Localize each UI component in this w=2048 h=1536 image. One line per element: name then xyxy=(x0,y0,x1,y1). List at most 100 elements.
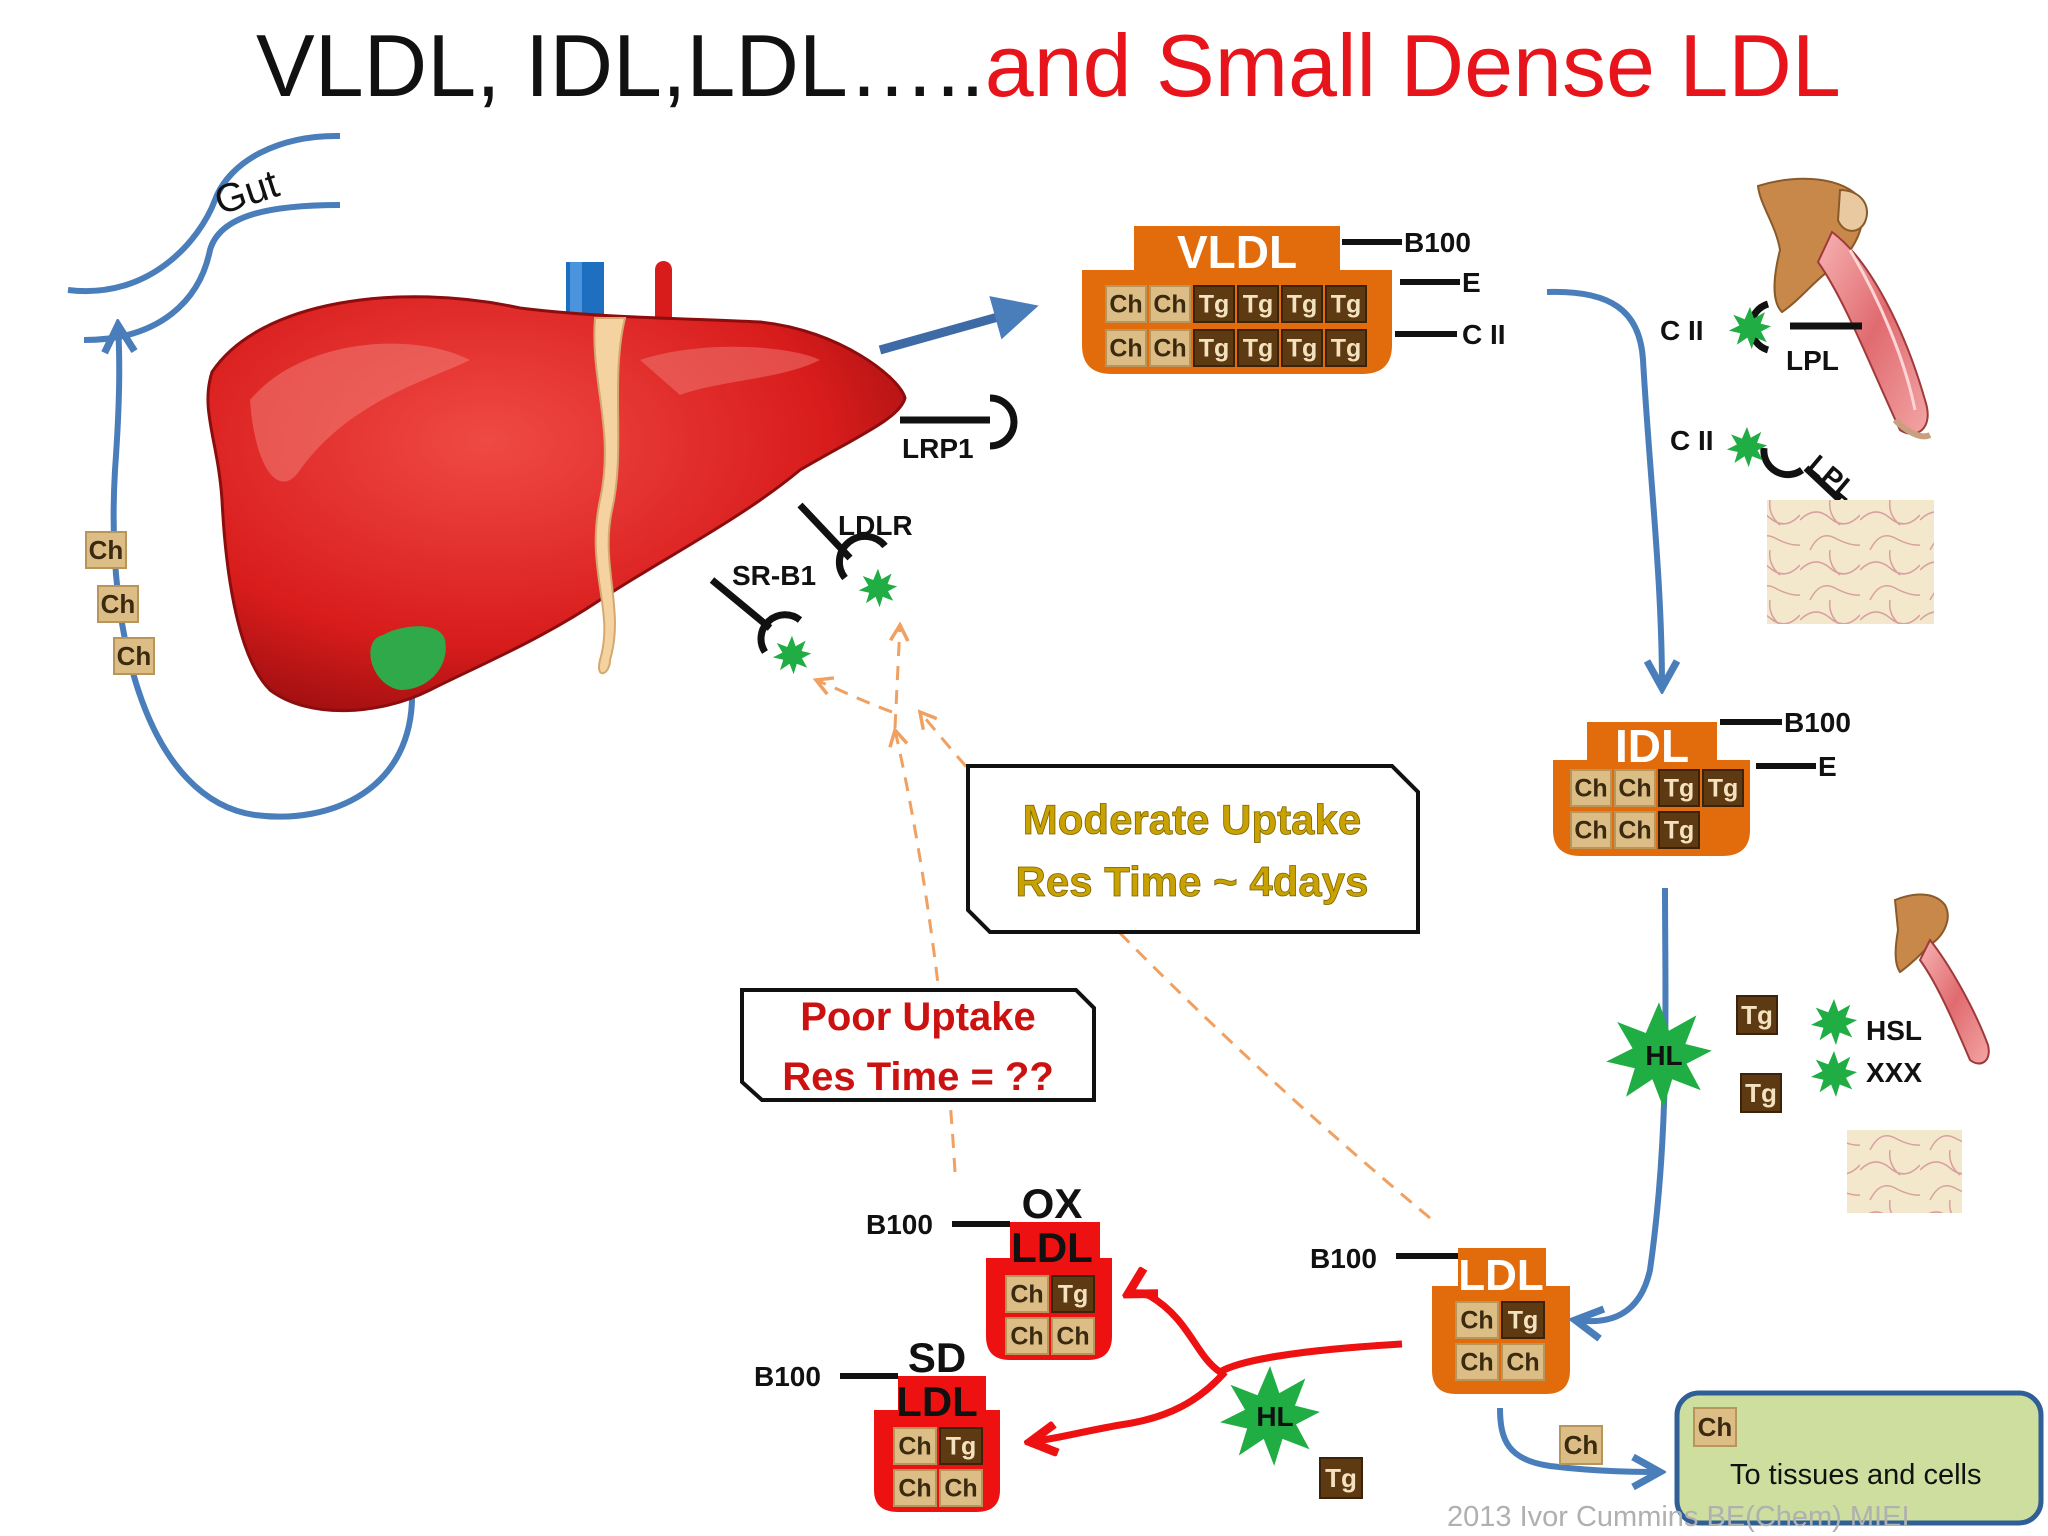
adipose-tissue-icon xyxy=(1847,1130,1962,1213)
cholesterol-chip: Ch xyxy=(1105,329,1147,367)
chip-tg-label: Tg xyxy=(1199,291,1230,319)
triglyceride-chip-box xyxy=(1325,285,1367,323)
poor-uptake-arrow xyxy=(895,730,957,1173)
cholesterol-chip: Ch xyxy=(893,1427,937,1465)
cholesterol-chip-box xyxy=(1570,811,1612,849)
chip-ch-label: Ch xyxy=(1153,291,1186,319)
cholesterol-chip: Ch xyxy=(1005,1317,1049,1355)
triglyceride-chip: Tg xyxy=(1051,1275,1095,1313)
chip-ch-label: Ch xyxy=(89,535,124,565)
title-part-2: and Small Dense LDL xyxy=(985,16,1841,115)
chip-tg-label: Tg xyxy=(1287,291,1318,319)
chip-ch-label: Ch xyxy=(101,589,136,619)
released-triglycerides: Tg Tg xyxy=(1736,995,1782,1113)
bile-return-arrow xyxy=(114,325,416,820)
tissues-box: Ch To tissues and cells xyxy=(1674,1390,2044,1526)
cholesterol-chip: Ch xyxy=(1501,1343,1545,1381)
triglyceride-chip-box xyxy=(1051,1275,1095,1313)
triglyceride-chip: Tg xyxy=(1281,285,1323,323)
triglyceride-chip-box xyxy=(1325,329,1367,367)
chip-tg-label: Tg xyxy=(1664,817,1695,845)
chip-ch-label: Ch xyxy=(1574,775,1607,803)
chip-ch-label: Ch xyxy=(1153,335,1186,363)
cholesterol-chip-box xyxy=(1501,1343,1545,1381)
cholesterol-chip-box xyxy=(1614,769,1656,807)
chip-ch-label: Ch xyxy=(898,1433,931,1461)
liver-icon xyxy=(206,261,907,713)
receptor-icon xyxy=(989,394,1018,450)
enzyme-burst-icon xyxy=(1810,1050,1858,1098)
apo-b100-label: B100 xyxy=(866,1209,933,1240)
ldl-title: LDL xyxy=(1458,1251,1544,1300)
chip-tg-label: Tg xyxy=(946,1433,977,1461)
hsl-xxx-enzymes: HSL XXX xyxy=(1810,998,1922,1098)
page-title: VLDL, IDL,LDL…..and Small Dense LDL xyxy=(256,16,1841,115)
cholesterol-chip-box xyxy=(1051,1317,1095,1355)
chip-tg-label: Tg xyxy=(1508,1307,1539,1335)
credit-text: 2013 Ivor Cummins BE(Chem) MIEI xyxy=(1447,1501,1910,1533)
cholesterol-chip-box xyxy=(1455,1301,1499,1339)
vldl-title: VLDL xyxy=(1177,226,1297,278)
liver-to-vldl-arrow xyxy=(878,296,1039,355)
chip-ch-label: Ch xyxy=(1618,775,1651,803)
triglyceride-chip-box xyxy=(1658,811,1700,849)
idl-to-ldl-arrow xyxy=(1575,887,1669,1321)
chip-ch-label: Ch xyxy=(1460,1349,1493,1377)
vldl-apolipoproteins: B100 E C II xyxy=(1342,227,1506,350)
sd-label: SD xyxy=(908,1334,966,1381)
vldl-to-idl-arrow xyxy=(1546,288,1662,688)
gut-label: Gut xyxy=(209,162,284,224)
triglyceride-chip-box xyxy=(1193,285,1235,323)
receptor-icon xyxy=(1760,447,1805,479)
cholesterol-chip: Ch xyxy=(939,1469,983,1507)
bile-cholesterol-chips: Ch Ch Ch xyxy=(85,531,155,675)
released-tg xyxy=(1319,1457,1363,1499)
cholesterol-chip-box xyxy=(1105,329,1147,367)
apo-e-label: E xyxy=(1818,751,1837,782)
moderate-uptake-line2: Res Time ~ 4days xyxy=(1016,858,1369,905)
chip-tg-label: Tg xyxy=(1287,335,1318,363)
triglyceride-chip: Tg xyxy=(1702,769,1744,807)
adipose-tissue-icon xyxy=(1767,500,1934,624)
cholesterol-chip: Ch xyxy=(1005,1275,1049,1313)
triglyceride-chip: Tg xyxy=(1501,1301,1545,1339)
chip-ch-label: Ch xyxy=(1574,817,1607,845)
chip-ch-label: Ch xyxy=(1460,1307,1493,1335)
ldl-to-ox-arrow xyxy=(1128,1293,1403,1377)
triglyceride-chip-box xyxy=(1193,329,1235,367)
hsl-label: HSL xyxy=(1866,1015,1922,1046)
chip-tg-label: Tg xyxy=(1331,335,1362,363)
chip-ch-label: Ch xyxy=(1109,335,1142,363)
sd-ldl-title: LDL xyxy=(896,1378,978,1425)
enzyme-burst-icon xyxy=(772,635,812,675)
ldl-released-ch xyxy=(1559,1425,1603,1465)
chip-tg-label: Tg xyxy=(1325,1463,1357,1493)
cholesterol-chip-box xyxy=(893,1427,937,1465)
chip-tg-label: Tg xyxy=(1664,775,1695,803)
lpl-muscle: C II LPL xyxy=(1660,300,1862,376)
cholesterol-chip: Ch xyxy=(1455,1343,1499,1381)
chip-tg-label: Tg xyxy=(1745,1078,1777,1108)
cholesterol-chip: Ch xyxy=(1614,811,1656,849)
apo-b100-label: B100 xyxy=(1784,707,1851,738)
cholesterol-chip: Ch xyxy=(1149,285,1191,323)
chip-ch-label: Ch xyxy=(1506,1349,1539,1377)
chip-tg-label: Tg xyxy=(1741,1000,1773,1030)
chip-ch-label: Ch xyxy=(1564,1430,1599,1460)
ox-ldl-title: LDL xyxy=(1011,1224,1093,1271)
cholesterol-chip-box xyxy=(1105,285,1147,323)
chip-tg-label: Tg xyxy=(1243,335,1274,363)
chip-ch-label: Ch xyxy=(1010,1281,1043,1309)
apo-b100-label: B100 xyxy=(1310,1243,1377,1274)
cholesterol-chip: Ch xyxy=(1455,1301,1499,1339)
ox-label: OX xyxy=(1022,1180,1083,1227)
chip-tg-label: Tg xyxy=(1058,1281,1089,1309)
cholesterol-chip-box xyxy=(1005,1275,1049,1313)
triglyceride-chip: Tg xyxy=(1325,285,1367,323)
tissues-text: To tissues and cells xyxy=(1730,1459,1981,1491)
chip-tg-label: Tg xyxy=(1199,335,1230,363)
cholesterol-chip-box xyxy=(1005,1317,1049,1355)
